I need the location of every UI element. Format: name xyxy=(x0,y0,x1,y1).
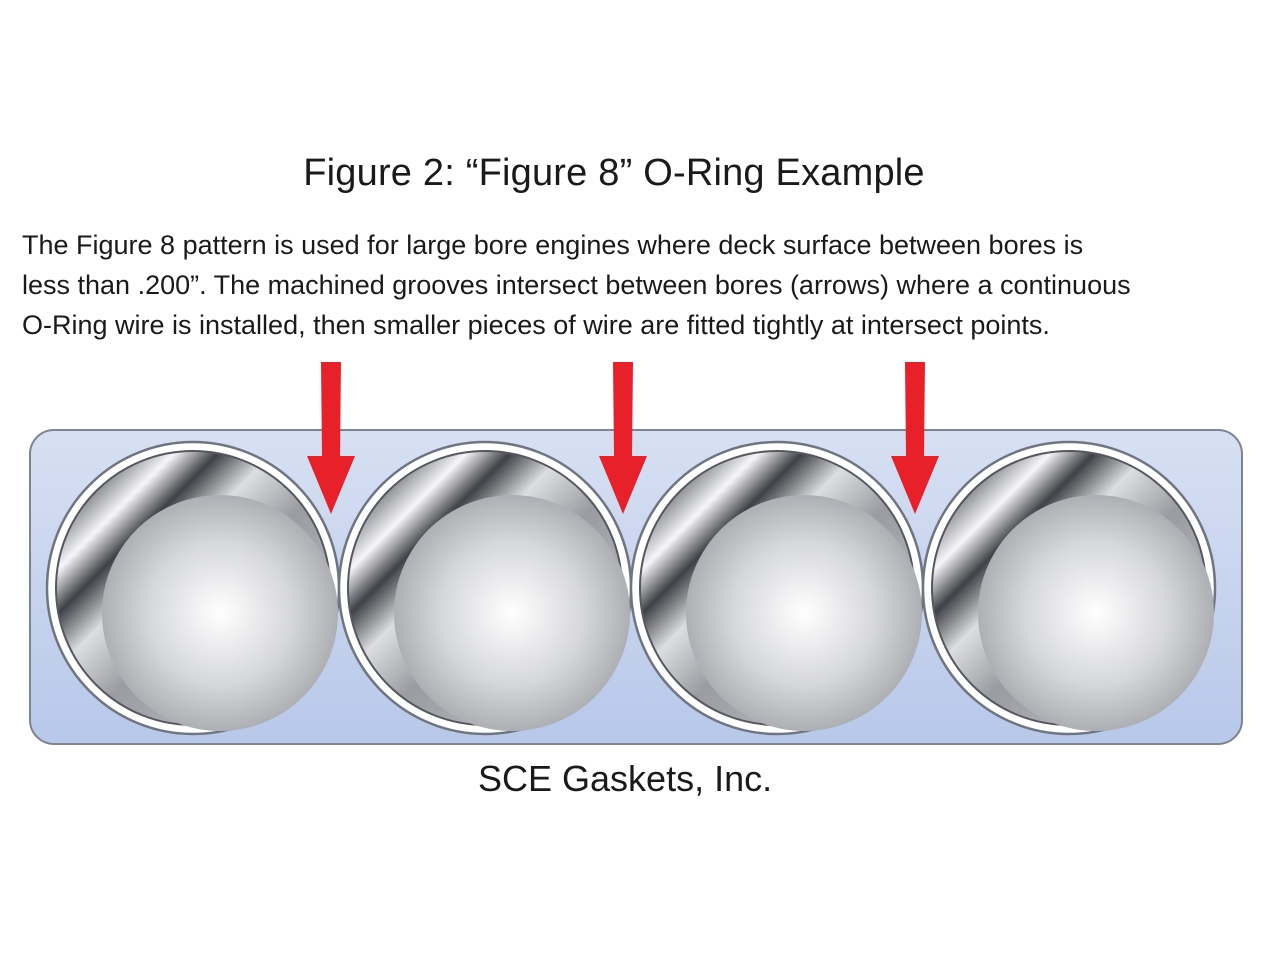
piston-top xyxy=(394,495,630,731)
cylinder-bore xyxy=(337,440,633,736)
cylinder-bore xyxy=(921,440,1217,736)
intersect-arrow xyxy=(891,362,939,514)
cylinder-bore xyxy=(45,440,341,736)
description-line: The Figure 8 pattern is used for large b… xyxy=(22,230,1084,260)
intersect-arrow xyxy=(599,362,647,514)
description-line: O-Ring wire is installed, then smaller p… xyxy=(22,310,1050,340)
company-credit: SCE Gaskets, Inc. xyxy=(478,758,773,799)
piston-top xyxy=(102,495,338,731)
description-line: less than .200”. The machined grooves in… xyxy=(22,270,1131,300)
piston-top xyxy=(686,495,922,731)
figure-description: The Figure 8 pattern is used for large b… xyxy=(22,225,1272,345)
figure-title: Figure 2: “Figure 8” O-Ring Example xyxy=(303,152,925,194)
cylinder-bore xyxy=(629,440,925,736)
intersect-arrow xyxy=(307,362,355,514)
piston-top xyxy=(978,495,1214,731)
